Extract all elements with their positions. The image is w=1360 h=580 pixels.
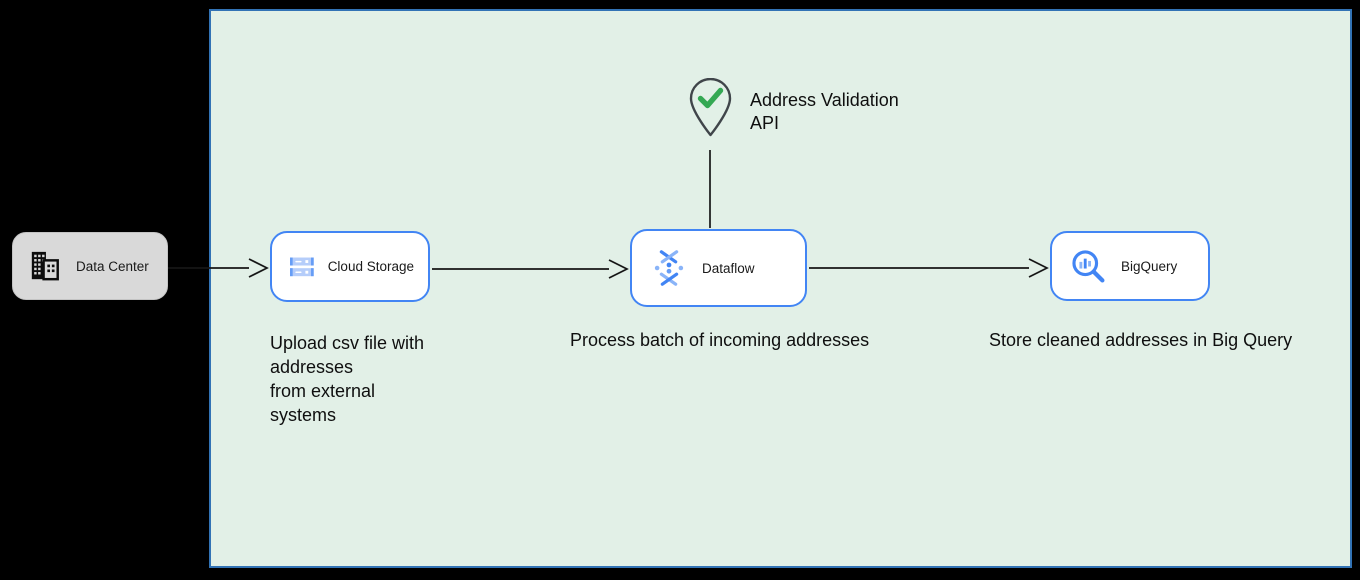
node-label-cloud-storage: Cloud Storage [327,259,414,274]
node-label-bigquery: BigQuery [1121,258,1178,274]
node-label-dataflow: Dataflow [702,260,755,276]
node-bigquery[interactable]: BigQuery [1050,231,1210,301]
building-icon [31,251,59,281]
node-data-center[interactable]: Data Center [12,232,168,300]
address-validation-node[interactable] [687,77,734,138]
map-pin-check-icon [689,77,732,137]
node-label-data-center: Data Center [76,258,149,274]
cloud-storage-icon [290,257,314,276]
caption-store-cleaned: Store cleaned addresses in Big Query [989,330,1293,350]
bigquery-icon [1072,249,1105,283]
dataflow-icon [654,250,684,286]
node-cloud-storage[interactable]: Cloud Storage [270,231,430,302]
caption-process-batch: Process batch of incoming addresses [570,330,870,350]
check-icon [697,87,724,109]
caption-upload-csv: Upload csv file with addresses from exte… [270,333,425,425]
node-dataflow[interactable]: Dataflow [630,229,807,307]
address-validation-label: Address Validation API [750,90,899,133]
